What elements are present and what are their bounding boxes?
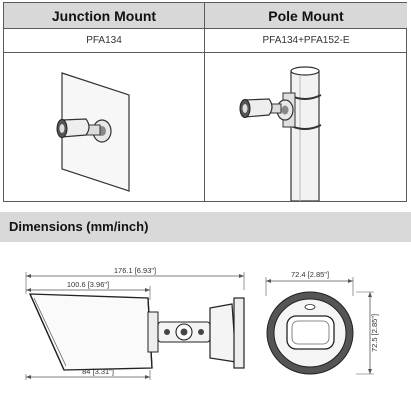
overall-length-label: 176.1 [6.93"] bbox=[114, 266, 156, 275]
body-length-label: 100.6 [3.96"] bbox=[67, 280, 109, 289]
front-height-label: 72.5 [2.85"] bbox=[370, 314, 379, 352]
dimensions-section-bar: Dimensions (mm/inch) bbox=[0, 212, 411, 242]
mount-table: Junction Mount Pole Mount PFA134 PFA134+… bbox=[3, 2, 407, 202]
base-length-label: 84 [3.31"] bbox=[82, 367, 114, 376]
pole-mount-header: Pole Mount bbox=[205, 3, 407, 29]
pole-mount-model: PFA134+PFA152-E bbox=[205, 29, 407, 53]
junction-mount-illustration bbox=[4, 53, 205, 201]
front-width-label: 72.4 [2.85"] bbox=[291, 270, 329, 279]
junction-mount-header: Junction Mount bbox=[4, 3, 205, 29]
junction-mount-model: PFA134 bbox=[4, 29, 205, 53]
pole-mount-illustration bbox=[205, 53, 407, 202]
dimension-drawing: 176.1 [6.93"] 100.6 [3.96"] 84 [3.31"] 7… bbox=[25, 266, 379, 380]
dimensions-title: Dimensions (mm/inch) bbox=[9, 219, 149, 234]
